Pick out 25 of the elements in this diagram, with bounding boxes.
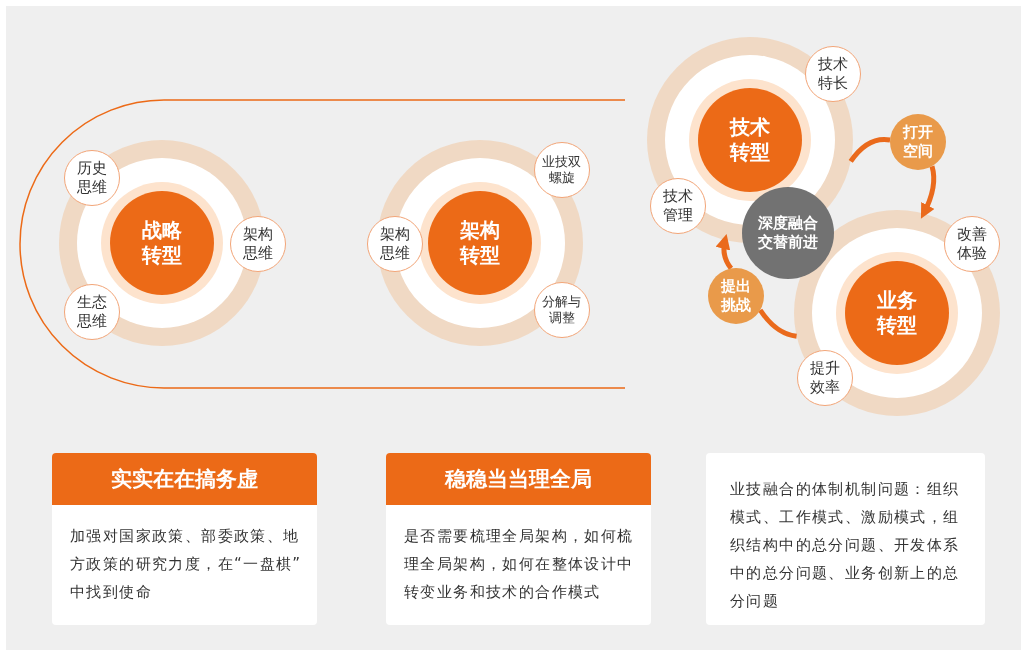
circle-label: 技术转型 xyxy=(728,115,771,165)
circle-label: 分解与调整 xyxy=(541,293,583,327)
circle-label: 提出挑战 xyxy=(720,277,752,315)
card-heading: 稳稳当当理全局 xyxy=(386,453,651,505)
circle-label: 打开空间 xyxy=(901,123,934,161)
circle-label: 技术管理 xyxy=(662,187,694,225)
card-text: 是否需要梳理全局架构，如何梳理全局架构，如何在整体设计中转变业务和技术的合作模式 xyxy=(404,526,635,603)
circle-label: 生态思维 xyxy=(76,293,108,331)
circle-label: 业技双螺旋 xyxy=(541,153,583,187)
circle-label: 技术特长 xyxy=(817,55,849,93)
circle-label: 架构思维 xyxy=(242,225,274,263)
curved-arrow xyxy=(920,165,937,219)
circle-label: 架构思维 xyxy=(379,225,411,263)
circle-label: 架构转型 xyxy=(458,218,501,268)
info-card xyxy=(52,453,317,625)
card-text: 加强对国家政策、部委政策、地方政策的研究力度，在“一盘棋” 中找到使命 xyxy=(70,526,303,603)
info-card xyxy=(386,453,651,625)
circle-label: 历史思维 xyxy=(76,159,108,197)
circle-label: 改善体验 xyxy=(956,225,988,263)
circle-label: 提升效率 xyxy=(809,359,841,397)
circle-label: 深度融合交替前进 xyxy=(757,214,819,252)
circle-label: 业务转型 xyxy=(875,288,918,338)
card-heading: 实实在在搞务虚 xyxy=(52,453,317,505)
card-text: 业技融合的体制机制问题：组织模式、工作模式、激励模式，组织结构中的总分问题、开发体系中的总分问题、业务创新上的总分问题 xyxy=(730,479,961,612)
circle-label: 战略转型 xyxy=(140,218,183,268)
